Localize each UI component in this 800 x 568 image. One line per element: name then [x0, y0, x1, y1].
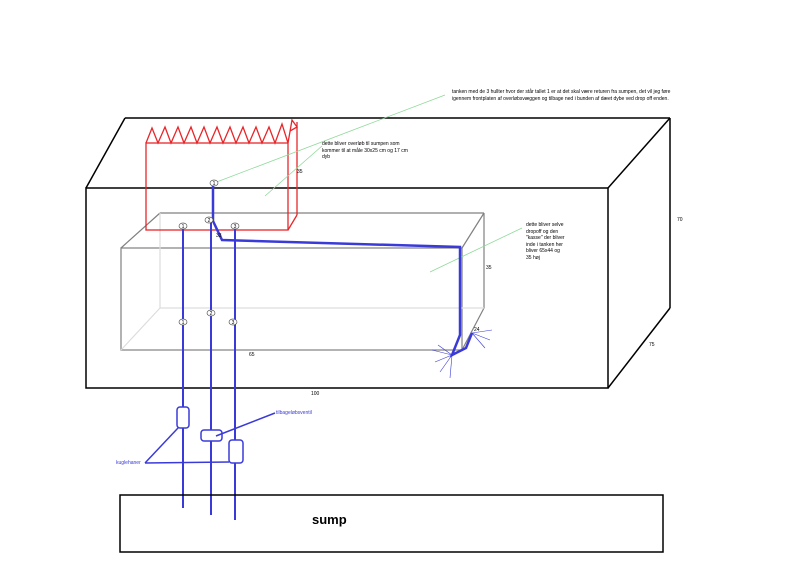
- pipe-label: 1: [213, 181, 216, 187]
- pipe-label: 1: [182, 224, 185, 230]
- dim-box-height: 35: [486, 265, 492, 271]
- pipe-label: 2: [208, 218, 211, 224]
- note-overflow: dette bliver overløb til sumpen som komm…: [322, 141, 408, 160]
- main-tank: [85, 117, 671, 389]
- pipe-label: 1: [182, 320, 185, 326]
- dim-box-length: 65: [249, 352, 255, 358]
- dim-box-depth: 24: [474, 327, 480, 333]
- dropoff-box: [120, 212, 485, 351]
- dim-overflow-height: 35: [297, 169, 303, 175]
- leader-lines: [213, 94, 523, 273]
- ball-valve-1: [176, 406, 190, 429]
- note-dropoff: dette bliver selve dropoff og den "kasse…: [526, 222, 565, 261]
- spray-lines: [431, 329, 493, 379]
- note-return: tanken med de 3 hullter hvor der står ta…: [452, 89, 671, 102]
- pipe-markers: [178, 179, 240, 326]
- dropoff-pipe: [211, 183, 474, 358]
- dim-tank-height: 70: [677, 217, 683, 223]
- ball-valve-2: [228, 439, 244, 464]
- pipe-label: 3: [232, 320, 235, 326]
- pipe-marker-labels: 1 1 2 3 1 2 3: [182, 181, 237, 326]
- pipes: [182, 183, 493, 520]
- sump-box: [119, 494, 664, 553]
- dim-tank-length: 100: [311, 391, 320, 397]
- label-sump: sump: [312, 512, 347, 527]
- valves: [144, 406, 276, 464]
- check-valve: [200, 429, 223, 442]
- pipe-label: 3: [234, 224, 237, 230]
- label-ball-valves: kuglehaner: [116, 460, 141, 466]
- dim-tank-depth: 75: [649, 342, 655, 348]
- label-check-valve: tilbageløbsventil: [276, 410, 312, 416]
- pipe-label: 2: [210, 311, 213, 317]
- dim-overflow-width: 33: [216, 233, 222, 239]
